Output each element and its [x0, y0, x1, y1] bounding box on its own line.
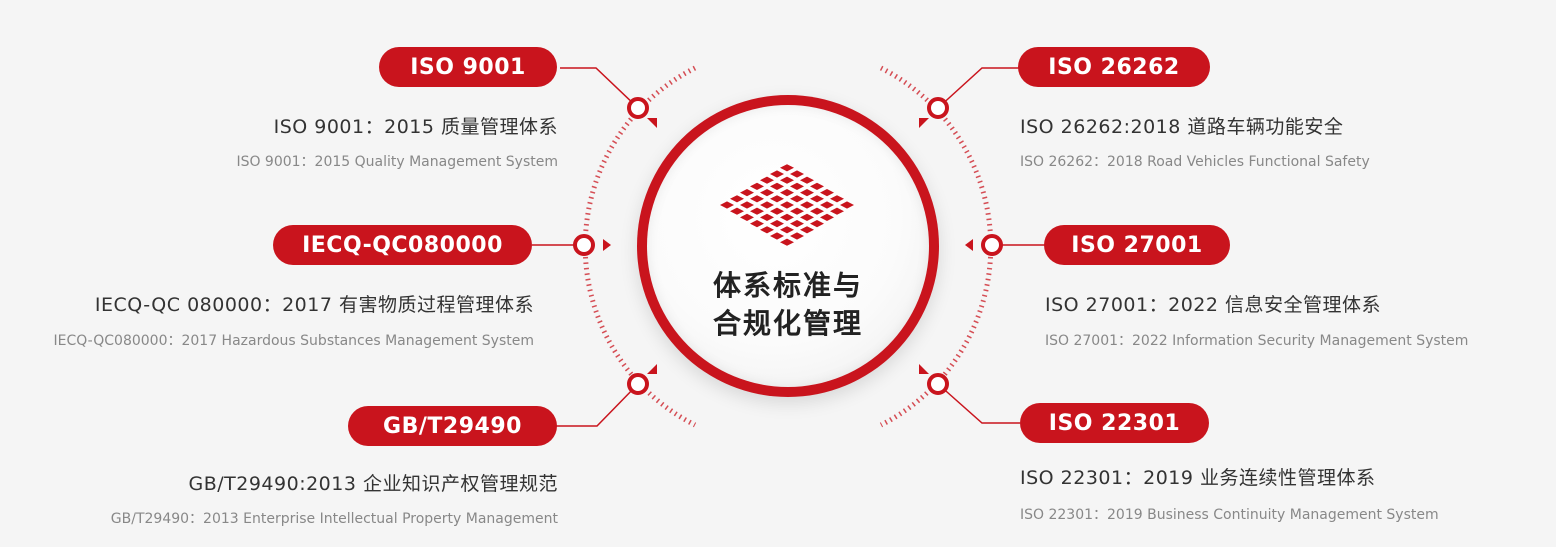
title-cn-iso-26262: ISO 26262:2018 道路车辆功能安全	[1020, 116, 1344, 138]
triangle-arrow-icon	[919, 118, 929, 128]
badge-iso-22301: ISO 22301	[1020, 403, 1209, 443]
title-cn-iso-22301: ISO 22301：2019 业务连续性管理体系	[1020, 467, 1376, 489]
connector-line	[556, 383, 639, 427]
title-en-iso-22301: ISO 22301：2019 Business Continuity Manag…	[1020, 507, 1439, 523]
triangle-arrow-icon	[919, 364, 929, 374]
center-title-line1: 体系标准与	[712, 269, 863, 302]
ring-node-icon	[981, 234, 1003, 256]
badge-iso-9001: ISO 9001	[379, 47, 557, 87]
title-en-iso-27001: ISO 27001：2022 Information Security Mana…	[1045, 333, 1469, 349]
ring-node-icon	[627, 373, 649, 395]
title-cn-iecq: IECQ-QC 080000：2017 有害物质过程管理体系	[94, 294, 534, 316]
triangle-arrow-icon	[647, 118, 657, 128]
triangle-arrow-icon	[647, 364, 657, 374]
title-cn-iso-27001: ISO 27001：2022 信息安全管理体系	[1045, 294, 1381, 316]
title-en-gbt29490: GB/T29490：2013 Enterprise Intellectual P…	[110, 511, 558, 527]
center-badge-inner: 体系标准与 合规化管理	[647, 105, 929, 387]
diamond-lattice-logo-icon	[720, 164, 854, 246]
ring-node-icon	[573, 234, 595, 256]
ring-node-icon	[927, 97, 949, 119]
triangle-arrow-icon	[603, 239, 611, 251]
title-en-iso-26262: ISO 26262：2018 Road Vehicles Functional …	[1020, 154, 1370, 170]
center-title-line2: 合规化管理	[712, 307, 863, 340]
title-cn-iso-9001: ISO 9001：2015 质量管理体系	[273, 116, 558, 138]
badge-iecq-qc080000: IECQ-QC080000	[273, 225, 532, 265]
ring-node-icon	[927, 373, 949, 395]
title-en-iso-9001: ISO 9001：2015 Quality Management System	[236, 154, 558, 170]
center-badge: 体系标准与 合规化管理	[637, 95, 939, 397]
title-cn-gbt29490: GB/T29490:2013 企业知识产权管理规范	[188, 473, 558, 495]
connector-line	[937, 67, 1020, 109]
triangle-arrow-icon	[965, 239, 973, 251]
ring-node-icon	[627, 97, 649, 119]
connector-line	[560, 67, 639, 109]
badge-iso-27001: ISO 27001	[1044, 225, 1230, 265]
badge-gbt29490: GB/T29490	[348, 406, 557, 446]
title-en-iecq: IECQ-QC080000：2017 Hazardous Substances …	[53, 333, 534, 349]
connector-line	[937, 383, 1020, 424]
badge-iso-26262: ISO 26262	[1018, 47, 1210, 87]
